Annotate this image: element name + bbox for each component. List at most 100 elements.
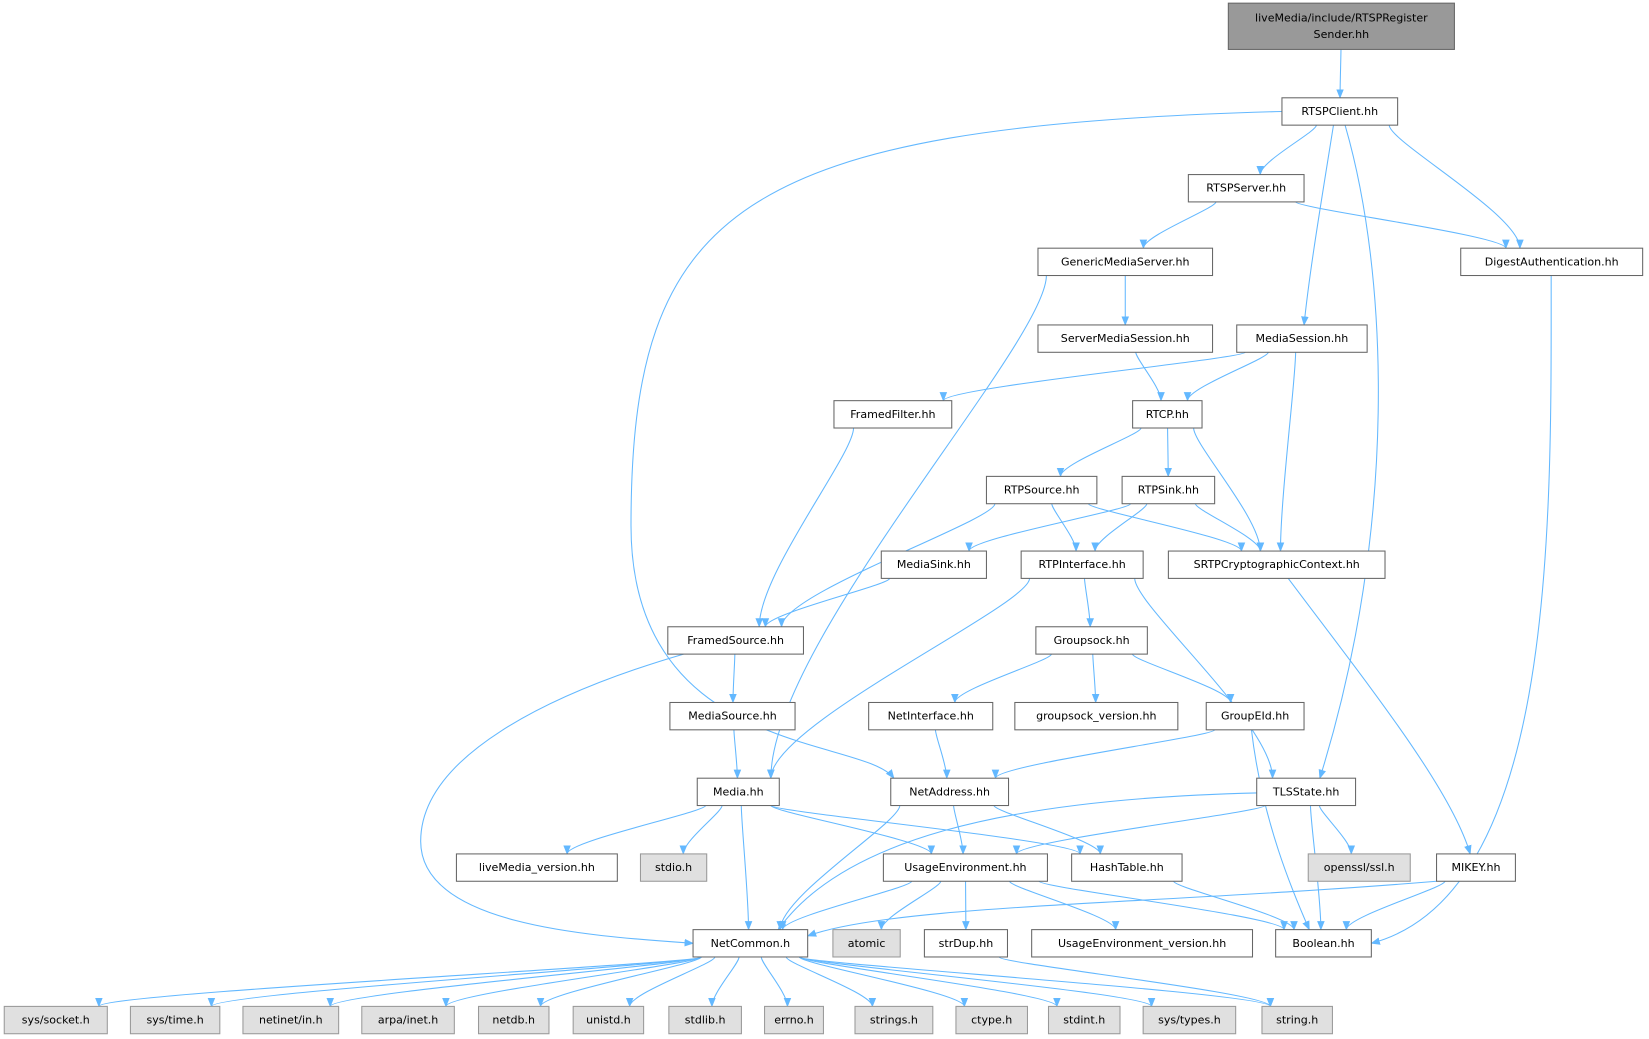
edge-MIKEY-to-NetCommon — [806, 880, 1437, 937]
node-liveMedia_version[interactable]: liveMedia_version.hh — [455, 853, 618, 882]
node-box — [1037, 324, 1214, 353]
node-atomic[interactable]: atomic — [832, 929, 901, 958]
node-label: UsageEnvironment_version.hh — [1058, 937, 1226, 950]
node-ctype[interactable]: ctype.h — [955, 1005, 1028, 1035]
node-DigestAuthentication[interactable]: DigestAuthentication.hh — [1460, 247, 1644, 277]
node-MediaSession[interactable]: MediaSession.hh — [1236, 324, 1368, 353]
node-strings[interactable]: strings.h — [854, 1005, 934, 1035]
node-NetCommon[interactable]: NetCommon.h — [692, 929, 809, 958]
node-string[interactable]: string.h — [1261, 1005, 1333, 1035]
node-RTCP[interactable]: RTCP.hh — [1132, 400, 1203, 429]
node-label: TLSState.hh — [1272, 785, 1340, 798]
edge-RTSPServer-to-GenericMediaServer — [1139, 201, 1217, 250]
node-TLSState[interactable]: TLSState.hh — [1256, 777, 1357, 807]
node-arpa_inet[interactable]: arpa/inet.h — [361, 1005, 455, 1035]
edge-RTSPClient-to-TLSState — [1318, 124, 1379, 780]
node-groupsock_version[interactable]: groupsock_version.hh — [1014, 701, 1179, 731]
node-label: RTSPServer.hh — [1206, 182, 1286, 195]
node-label: arpa/inet.h — [378, 1014, 438, 1027]
node-netinet_in[interactable]: netinet/in.h — [242, 1005, 340, 1035]
edge-DigestAuthentication-to-Boolean — [1370, 275, 1552, 945]
node-label: DigestAuthentication.hh — [1485, 255, 1619, 268]
node-box — [1047, 1005, 1121, 1035]
edge-TLSState-to-UsageEnvironment — [1012, 805, 1266, 855]
node-sys_socket[interactable]: sys/socket.h — [3, 1005, 108, 1035]
edge-RTPInterface-to-Media — [767, 578, 1031, 780]
node-label: MIKEY.hh — [1451, 861, 1500, 874]
edge-SRTP-to-MIKEY — [1287, 578, 1472, 855]
node-SRTP[interactable]: SRTPCryptographicContext.hh — [1167, 550, 1386, 579]
node-NetInterface[interactable]: NetInterface.hh — [868, 701, 994, 731]
node-box — [1031, 929, 1254, 958]
edge-GroupEId-to-Boolean — [1250, 729, 1310, 931]
node-box — [868, 701, 994, 731]
edge-MIKEY-to-Boolean — [1342, 880, 1446, 931]
node-Boolean[interactable]: Boolean.hh — [1275, 929, 1372, 958]
edge-MediaSession-to-FramedFilter — [939, 351, 1246, 402]
edge-NetCommon-to-sys_types — [798, 956, 1156, 1008]
node-sys_time[interactable]: sys/time.h — [129, 1005, 221, 1035]
edge-GroupEId-to-NetAddress — [991, 729, 1216, 780]
node-box — [832, 929, 901, 958]
node-stdio[interactable]: stdio.h — [639, 853, 708, 882]
edge-RTPSink-to-MediaSink — [965, 503, 1132, 552]
edge-NetCommon-to-arpa_inet — [442, 956, 702, 1008]
edge-MediaSession-to-SRTP — [1276, 352, 1297, 552]
node-box — [696, 777, 780, 807]
node-unistd[interactable]: unistd.h — [572, 1005, 645, 1035]
node-RTPSink[interactable]: RTPSink.hh — [1121, 475, 1216, 505]
node-openssl[interactable]: openssl/ssl.h — [1307, 853, 1411, 882]
edge-UsageEnvironment-to-NetCommon — [778, 880, 913, 931]
node-label: RTSPClient.hh — [1301, 105, 1378, 118]
node-UsageEnvironment_version[interactable]: UsageEnvironment_version.hh — [1031, 929, 1254, 958]
node-ServerMediaSession[interactable]: ServerMediaSession.hh — [1037, 324, 1214, 353]
node-label: sys/time.h — [147, 1014, 204, 1027]
node-label: netinet/in.h — [259, 1014, 323, 1027]
node-box — [854, 1005, 934, 1035]
node-GroupEId[interactable]: GroupEId.hh — [1205, 701, 1305, 731]
edge-RTCP-to-RTPSink — [1164, 428, 1173, 478]
node-box — [1256, 777, 1357, 807]
node-MIKEY[interactable]: MIKEY.hh — [1436, 853, 1516, 882]
node-FramedFilter[interactable]: FramedFilter.hh — [833, 400, 953, 429]
node-label: MediaSource.hh — [688, 710, 777, 723]
edge-NetCommon-to-ctype — [798, 956, 969, 1008]
node-label: openssl/ssl.h — [1324, 861, 1395, 874]
edge-RTPSink-to-SRTP — [1194, 503, 1265, 552]
node-MediaSource[interactable]: MediaSource.hh — [669, 701, 796, 731]
node-box — [1187, 174, 1305, 203]
edge-Media-to-UsageEnvironment — [770, 805, 936, 855]
node-HashTable[interactable]: HashTable.hh — [1071, 853, 1183, 882]
node-box — [1436, 853, 1516, 882]
node-label: netdb.h — [492, 1014, 535, 1027]
node-label-line: liveMedia/include/RTSPRegister — [1255, 11, 1428, 24]
node-Media[interactable]: Media.hh — [696, 777, 780, 807]
node-stdlib[interactable]: stdlib.h — [668, 1005, 742, 1035]
node-RTPInterface[interactable]: RTPInterface.hh — [1020, 550, 1144, 579]
node-label: sys/types.h — [1158, 1014, 1221, 1027]
node-label: stdio.h — [655, 861, 692, 874]
node-NetAddress[interactable]: NetAddress.hh — [890, 777, 1010, 807]
node-box — [639, 853, 708, 882]
edge-RTCP-to-RTPSource — [1056, 427, 1142, 478]
node-Groupsock[interactable]: Groupsock.hh — [1035, 626, 1148, 655]
node-MediaSink[interactable]: MediaSink.hh — [880, 550, 987, 579]
node-netdb[interactable]: netdb.h — [477, 1005, 550, 1035]
node-sys_types[interactable]: sys/types.h — [1142, 1005, 1237, 1035]
edge-UsageEnvironment-to-UsageEnvironment_version — [1009, 880, 1120, 931]
node-errno[interactable]: errno.h — [764, 1005, 824, 1035]
node-RTSPServer[interactable]: RTSPServer.hh — [1187, 174, 1305, 203]
node-stdint[interactable]: stdint.h — [1047, 1005, 1121, 1035]
node-strDup[interactable]: strDup.hh — [923, 929, 1009, 958]
node-label: atomic — [848, 937, 886, 950]
node-box — [890, 777, 1010, 807]
node-RTSPClient[interactable]: RTSPClient.hh — [1281, 97, 1399, 126]
node-GenericMediaServer[interactable]: GenericMediaServer.hh — [1037, 247, 1214, 277]
edge-RTSPClient-to-MediaSession — [1301, 125, 1335, 326]
node-FramedSource[interactable]: FramedSource.hh — [667, 626, 804, 655]
node-box — [667, 626, 804, 655]
node-RTPSource[interactable]: RTPSource.hh — [985, 475, 1098, 505]
node-UsageEnvironment[interactable]: UsageEnvironment.hh — [882, 853, 1048, 882]
node-label: FramedFilter.hh — [850, 408, 935, 421]
